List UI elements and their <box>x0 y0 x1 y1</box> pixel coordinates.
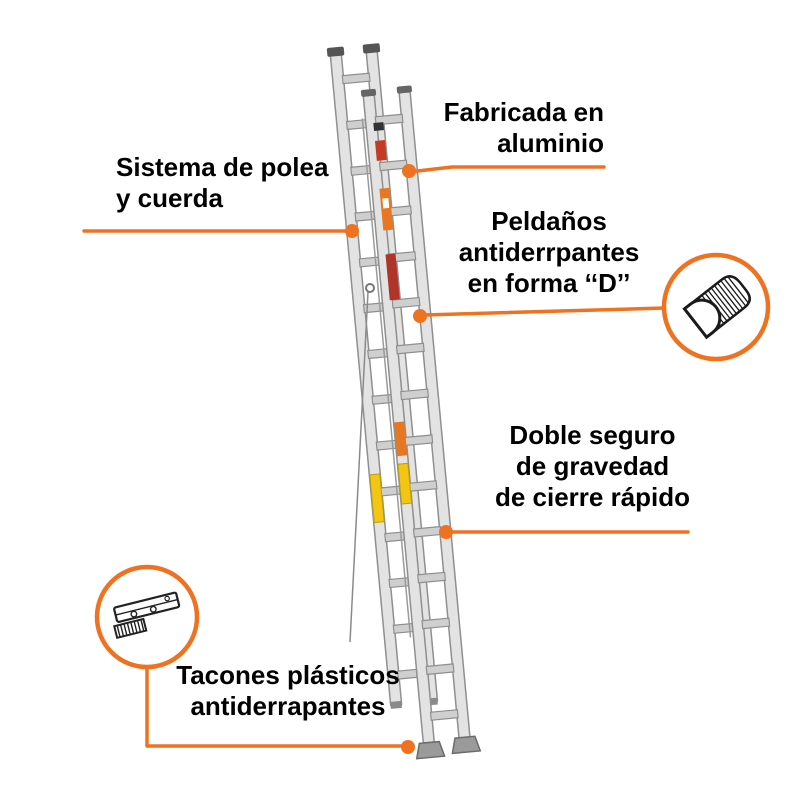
callout-line: Tacones plásticos <box>176 660 400 690</box>
pulley-rope-inner <box>361 118 412 638</box>
callout-line: de gravedad <box>515 451 670 481</box>
callout-line: antiderrapantes <box>190 691 386 721</box>
callout-seguro: Doble seguro de gravedad de cierre rápid… <box>450 420 735 513</box>
callout-fabricada: Fabricada en aluminio <box>444 97 604 159</box>
plastic-foot-icon <box>94 564 200 670</box>
callout-dot-polea <box>345 224 359 238</box>
base-rungs <box>374 113 459 721</box>
callout-line: y cuerda <box>116 183 223 213</box>
callout-dot-seguro <box>439 525 453 539</box>
rail-cap <box>362 43 381 54</box>
callout-peldanos: Peldaños antiderrpantes en forma ‘‘D’’ <box>408 206 690 299</box>
rail-cap <box>326 46 345 57</box>
callout-line: Sistema de polea <box>116 152 329 182</box>
callout-dot-tacones <box>401 740 415 754</box>
rail-stickers <box>369 122 413 524</box>
connector-peldanos <box>422 306 666 317</box>
callout-polea: Sistema de polea y cuerda <box>116 152 328 214</box>
callout-line: en forma ‘‘D’’ <box>467 268 631 298</box>
callout-line: aluminio <box>497 128 604 158</box>
callout-line: Doble seguro <box>509 420 676 450</box>
ladder-feet <box>415 735 482 760</box>
ladder <box>326 43 482 760</box>
callout-dot-fabricada <box>402 164 416 178</box>
callout-line: de cierre rápido <box>494 482 691 512</box>
callout-dot-peldanos <box>413 309 427 323</box>
callout-tacones: Tacones plásticos antiderrapantes <box>148 660 428 722</box>
connector-tacones <box>145 663 406 748</box>
pulley-rope-hanging <box>349 291 369 643</box>
pulley-icon <box>365 283 375 293</box>
callout-line: antiderrpantes <box>458 237 640 267</box>
connector-fabricada <box>407 165 606 174</box>
callout-line: Fabricada en <box>443 97 604 127</box>
d-rung-profile-icon <box>661 252 771 362</box>
callout-line: Peldaños <box>491 206 607 236</box>
